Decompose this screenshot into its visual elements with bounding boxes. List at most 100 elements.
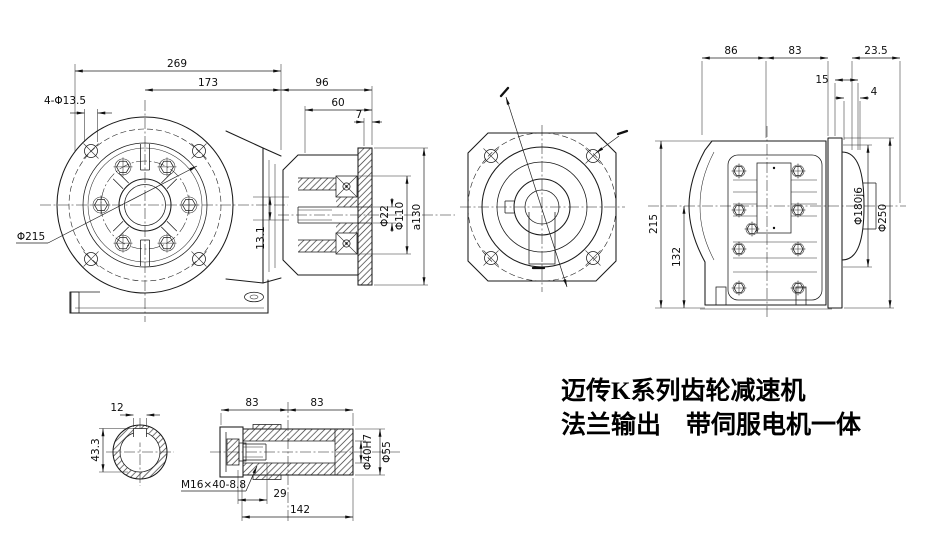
dim-83-side-text: 83 <box>788 45 801 57</box>
dim-60-text: 60 <box>331 97 344 109</box>
dim-12-text: 12 <box>110 402 123 414</box>
flange-hole-icon <box>483 148 499 164</box>
name-plate <box>756 162 792 234</box>
shaft-section-view: 83 83 M16×40-8.8 29 142 Φ40H7 <box>181 397 400 522</box>
title-line2: 法兰输出 带伺服电机一体 <box>561 410 862 439</box>
dim-215-text: 215 <box>648 214 660 234</box>
dim-a130: a130 <box>374 147 428 286</box>
dim-phi55: Φ55 <box>355 428 393 476</box>
side-bolt-icon <box>790 163 806 179</box>
dim-15: 15 <box>815 74 859 150</box>
keyway-notch <box>133 428 147 437</box>
dim-29: 29 <box>237 462 287 504</box>
dim-7-text: 7 <box>356 109 363 121</box>
dim-4-text: 4 <box>871 86 878 98</box>
dim-60: 60 <box>304 97 373 153</box>
dim-13-1-text: 13.1 <box>255 226 267 249</box>
dim-83-right-text: 83 <box>310 397 323 409</box>
dim-phi250: Φ250 <box>844 137 894 309</box>
flange-body-outline <box>282 154 359 276</box>
dim-m16-text: M16×40-8.8 <box>181 479 246 491</box>
flange-inner-circle <box>87 147 203 263</box>
dim-269-text: 269 <box>167 58 187 70</box>
dim-96: 96 <box>280 77 373 145</box>
dim-83-left-text: 83 <box>245 397 258 409</box>
dim-phi22-text: Φ22 <box>379 205 391 227</box>
tiny-label-mark <box>616 129 629 136</box>
dim-132: 132 <box>671 205 686 309</box>
mount-hole-icon <box>83 251 99 267</box>
dim-96-text: 96 <box>315 77 329 89</box>
dim-83-right: 83 <box>287 397 354 426</box>
hole-leader-line <box>595 135 620 154</box>
motor-housing <box>688 140 832 310</box>
hex-bolt-icon <box>157 157 177 177</box>
flange-face-circle <box>82 142 208 268</box>
dim-d215-text: Φ215 <box>17 231 45 243</box>
mount-hole-icon <box>191 143 207 159</box>
title-line1: 迈传K系列齿轮减速机 <box>561 377 805 405</box>
shaft-end-view: 12 43.3 <box>90 402 174 486</box>
end-cap <box>219 426 247 478</box>
dim-142: 142 <box>241 478 354 521</box>
flange-hole-icon <box>585 148 601 164</box>
flange-plate <box>827 137 843 309</box>
dim-flange-circle: Φ215 <box>16 165 198 244</box>
bearing-icon <box>335 175 358 198</box>
center-bore-circle <box>118 178 172 232</box>
dim-83-left: 83 <box>220 397 289 425</box>
dim-4: 4 <box>835 86 878 150</box>
hex-bolt-icon <box>113 157 133 177</box>
side-bolt-icon <box>790 280 806 296</box>
dim-269: 269 <box>74 58 282 152</box>
base-slot <box>244 291 264 303</box>
dim-phi180j6-text: Φ180j6 <box>853 187 865 225</box>
adapter-disc <box>841 151 877 261</box>
bolt-panel <box>727 154 823 301</box>
dim-mount-holes: 4-Φ13.5 <box>44 95 112 142</box>
dim-phi40h7: Φ40H7 <box>355 434 374 470</box>
side-bolt-icon <box>731 202 747 218</box>
dim-132-text: 132 <box>671 247 683 267</box>
diagonal-dim-line <box>505 96 568 288</box>
side-bolt-icon <box>731 163 747 179</box>
shaft-od-circle <box>112 424 168 480</box>
face-dashed-circle <box>467 132 617 282</box>
dim-23-5-text: 23.5 <box>864 45 887 57</box>
dim-phi180j6: Φ180j6 <box>843 144 872 268</box>
dim-173-text: 173 <box>198 77 218 89</box>
title-block: 迈传K系列齿轮减速机 法兰输出 带伺服电机一体 <box>561 377 862 439</box>
mount-hole-icon <box>83 143 99 159</box>
dim-a130-text: a130 <box>411 204 423 230</box>
dim-thread-label: M16×40-8.8 <box>181 465 258 492</box>
dim-173: 173 <box>144 77 282 92</box>
dim-15-text: 15 <box>815 74 828 86</box>
thread-bore <box>243 443 267 461</box>
dim-43-3: 43.3 <box>90 428 134 473</box>
mount-hole-circle-dashed <box>68 128 222 282</box>
dim-7: 7 <box>354 109 382 146</box>
side-bolt-icon <box>790 241 806 257</box>
dim-43-3-text: 43.3 <box>90 438 102 461</box>
bearing-icon <box>335 232 358 255</box>
dim-23-5: 23.5 <box>851 45 901 203</box>
side-bolt-icon <box>790 202 806 218</box>
hex-bolt-icon <box>113 233 133 253</box>
dim-4xd13-text: 4-Φ13.5 <box>44 95 86 107</box>
output-flange-section: 96 60 7 Φ22 Φ110 <box>278 77 455 286</box>
center-bore-inner-circle <box>124 184 166 226</box>
side-bolt-icon <box>731 241 747 257</box>
flange-face-view <box>460 86 629 292</box>
dim-83-side: 83 <box>765 45 829 136</box>
dim-86: 86 <box>701 45 767 138</box>
dim-phi40h7-text: Φ40H7 <box>362 434 374 470</box>
side-bolt-icon <box>731 280 747 296</box>
flange-outer-circle <box>56 116 234 294</box>
front-view: 269 173 4-Φ13.5 Φ215 13.1 <box>16 58 289 322</box>
dim-86-text: 86 <box>724 45 738 57</box>
mount-foot <box>715 286 727 305</box>
tiny-label-mark <box>499 86 510 98</box>
dim-29-text: 29 <box>273 488 286 500</box>
